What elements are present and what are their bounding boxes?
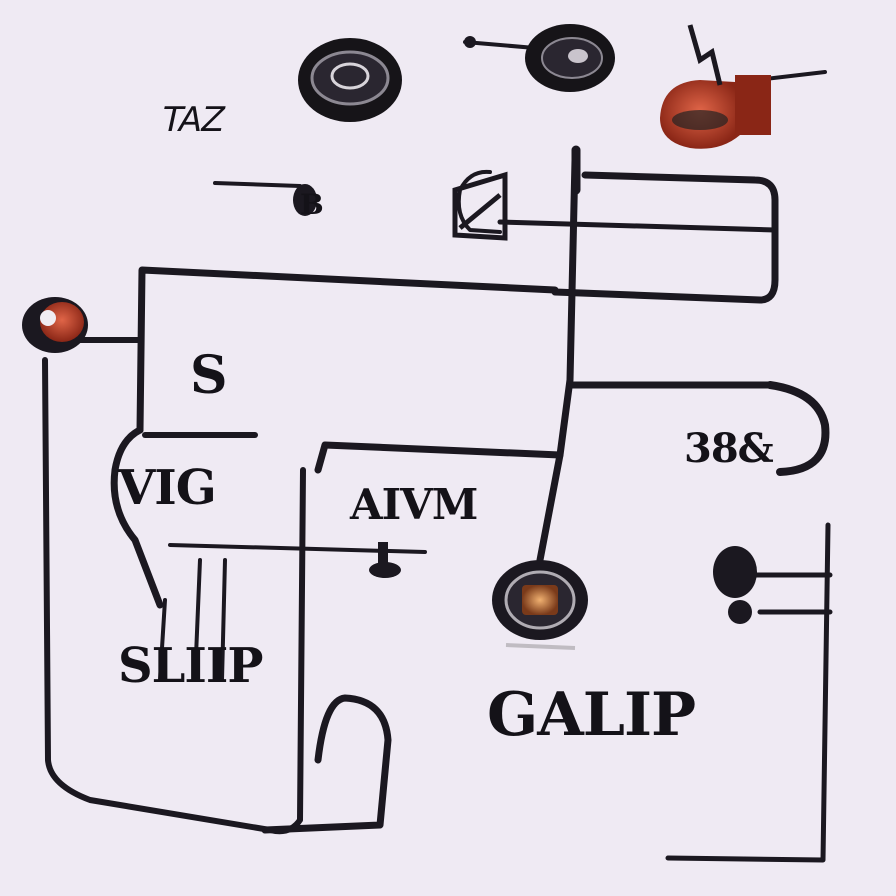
red-motor-icon xyxy=(660,24,771,149)
wire-vertical-center xyxy=(314,156,579,474)
label-small-b: B xyxy=(300,188,324,221)
round-knob-icon xyxy=(298,38,402,122)
wire-top-center-stub xyxy=(463,40,537,50)
round-knob-icon xyxy=(525,24,615,92)
label-vio: VIG xyxy=(118,460,217,516)
wire-hook-bottom xyxy=(261,694,392,834)
gauge-icon xyxy=(492,560,588,650)
label-avm: AIVM xyxy=(350,480,478,529)
wire-left-bottom xyxy=(42,357,306,835)
wire-g-hook xyxy=(766,381,830,476)
label-bottom-right: GALIP xyxy=(487,680,696,750)
pin-stub-icon xyxy=(293,36,476,578)
wire-left-bend xyxy=(110,426,164,609)
label-s: S xyxy=(190,345,228,406)
label-top-left: TAZ xyxy=(157,100,228,140)
wire-b-stub xyxy=(213,181,302,188)
wire-small-right xyxy=(742,572,833,615)
knob-icon xyxy=(713,546,757,624)
red-knob-icon xyxy=(22,297,88,353)
top-bracket-icon xyxy=(452,171,508,241)
wire-to-gauge xyxy=(536,451,564,564)
wire-main-top xyxy=(136,266,559,434)
wire-right-loop xyxy=(551,171,779,304)
wire-sliip-legs xyxy=(158,558,227,682)
label-right: 38& xyxy=(684,425,774,472)
wire-bottom-right xyxy=(665,522,831,863)
label-bottom-left: SLIIP xyxy=(118,638,263,694)
wire-upper-small xyxy=(497,219,778,233)
